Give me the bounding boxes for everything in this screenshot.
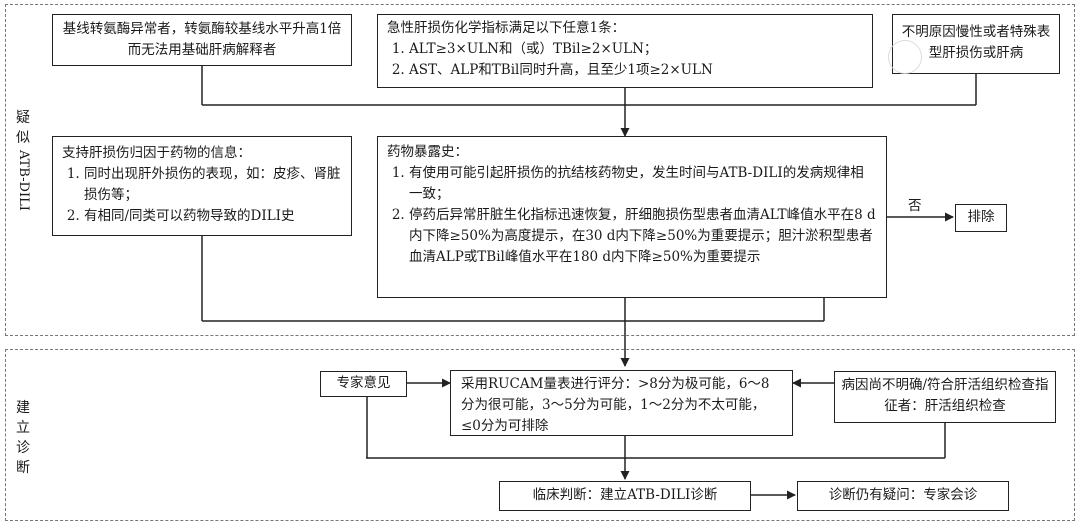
consultation-box: 诊断仍有疑问：专家会诊: [797, 481, 1009, 511]
support-info-item-1: 同时出现肝外损伤的表现，如：皮疹、肾脏损伤等；: [84, 164, 342, 206]
baseline-abnormal-box: 基线转氨酶异常者，转氨酶较基线水平升高1倍而无法用基础肝病解释者: [52, 14, 352, 66]
clinical-judgment-text: 临床判断：建立ATB-DILI诊断: [532, 487, 718, 503]
drug-exposure-box: 药物暴露史： 有使用可能引起肝损伤的抗结核药物史，发生时间与ATB-DILI的发…: [377, 136, 887, 298]
acute-injury-box: 急性肝损伤化学指标满足以下任意1条： ALT≥3×ULN和（或）TBil≥2×U…: [377, 14, 873, 88]
consultation-text: 诊断仍有疑问：专家会诊: [828, 487, 978, 503]
acute-injury-title: 急性肝损伤化学指标满足以下任意1条：: [387, 20, 626, 36]
drug-exposure-title: 药物暴露史：: [387, 144, 468, 160]
biopsy-text: 病因尚不明确/符合肝活组织检查指征者：肝活组织检查: [841, 377, 1049, 414]
suspect-label-char: 疑: [16, 110, 30, 126]
drug-exposure-item-2: 停药后异常肝脏生化指标迅速恢复，肝细胞损伤型患者血清ALT峰值水平在8 d内下降…: [409, 205, 877, 268]
biopsy-box: 病因尚不明确/符合肝活组织检查指征者：肝活组织检查: [834, 371, 1056, 423]
acute-injury-criterion-1: ALT≥3×ULN和（或）TBil≥2×ULN；: [409, 39, 863, 60]
expert-opinion-box: 专家意见: [320, 371, 407, 397]
suspect-section-frame: [5, 4, 1075, 336]
support-info-item-2: 有相同/同类可以药物导致的DILI史: [84, 206, 342, 227]
no-label: 否: [908, 198, 922, 214]
diagnose-section-frame: [5, 349, 1075, 521]
drug-exposure-item-1: 有使用可能引起肝损伤的抗结核药物史，发生时间与ATB-DILI的发病规律相一致；: [409, 163, 877, 205]
suspect-label-tail: ATB-DILI: [16, 150, 31, 211]
suspect-section-label: 疑 似 ATB-DILI: [13, 108, 33, 211]
clinical-judgment-box: 临床判断：建立ATB-DILI诊断: [499, 481, 751, 511]
baseline-abnormal-text: 基线转氨酶异常者，转氨酶较基线水平升高1倍而无法用基础肝病解释者: [62, 21, 342, 58]
unknown-chronic-text: 不明原因慢性或者特殊表型肝损伤或肝病: [901, 24, 1051, 61]
support-info-box: 支持肝损伤归因于药物的信息： 同时出现肝外损伤的表现，如：皮疹、肾脏损伤等； 有…: [52, 136, 352, 236]
support-info-title: 支持肝损伤归因于药物的信息：: [62, 145, 251, 161]
expert-opinion-text: 专家意见: [336, 375, 391, 391]
exclude-box: 排除: [955, 204, 1007, 232]
watermark-logo: [888, 40, 922, 74]
acute-injury-criterion-2: AST、ALP和TBil同时升高，且至少1项≥2×ULN: [409, 60, 863, 81]
exclude-text: 排除: [967, 209, 995, 225]
suspect-label-char: 似: [16, 130, 30, 146]
rucam-text: 采用RUCAM量表进行评分：>8分为极可能，6～8分为很可能，3～5分为可能，1…: [461, 376, 770, 434]
rucam-box: 采用RUCAM量表进行评分：>8分为极可能，6～8分为很可能，3～5分为可能，1…: [450, 370, 793, 436]
diagnose-section-label: 建 立 诊 断: [16, 400, 30, 476]
